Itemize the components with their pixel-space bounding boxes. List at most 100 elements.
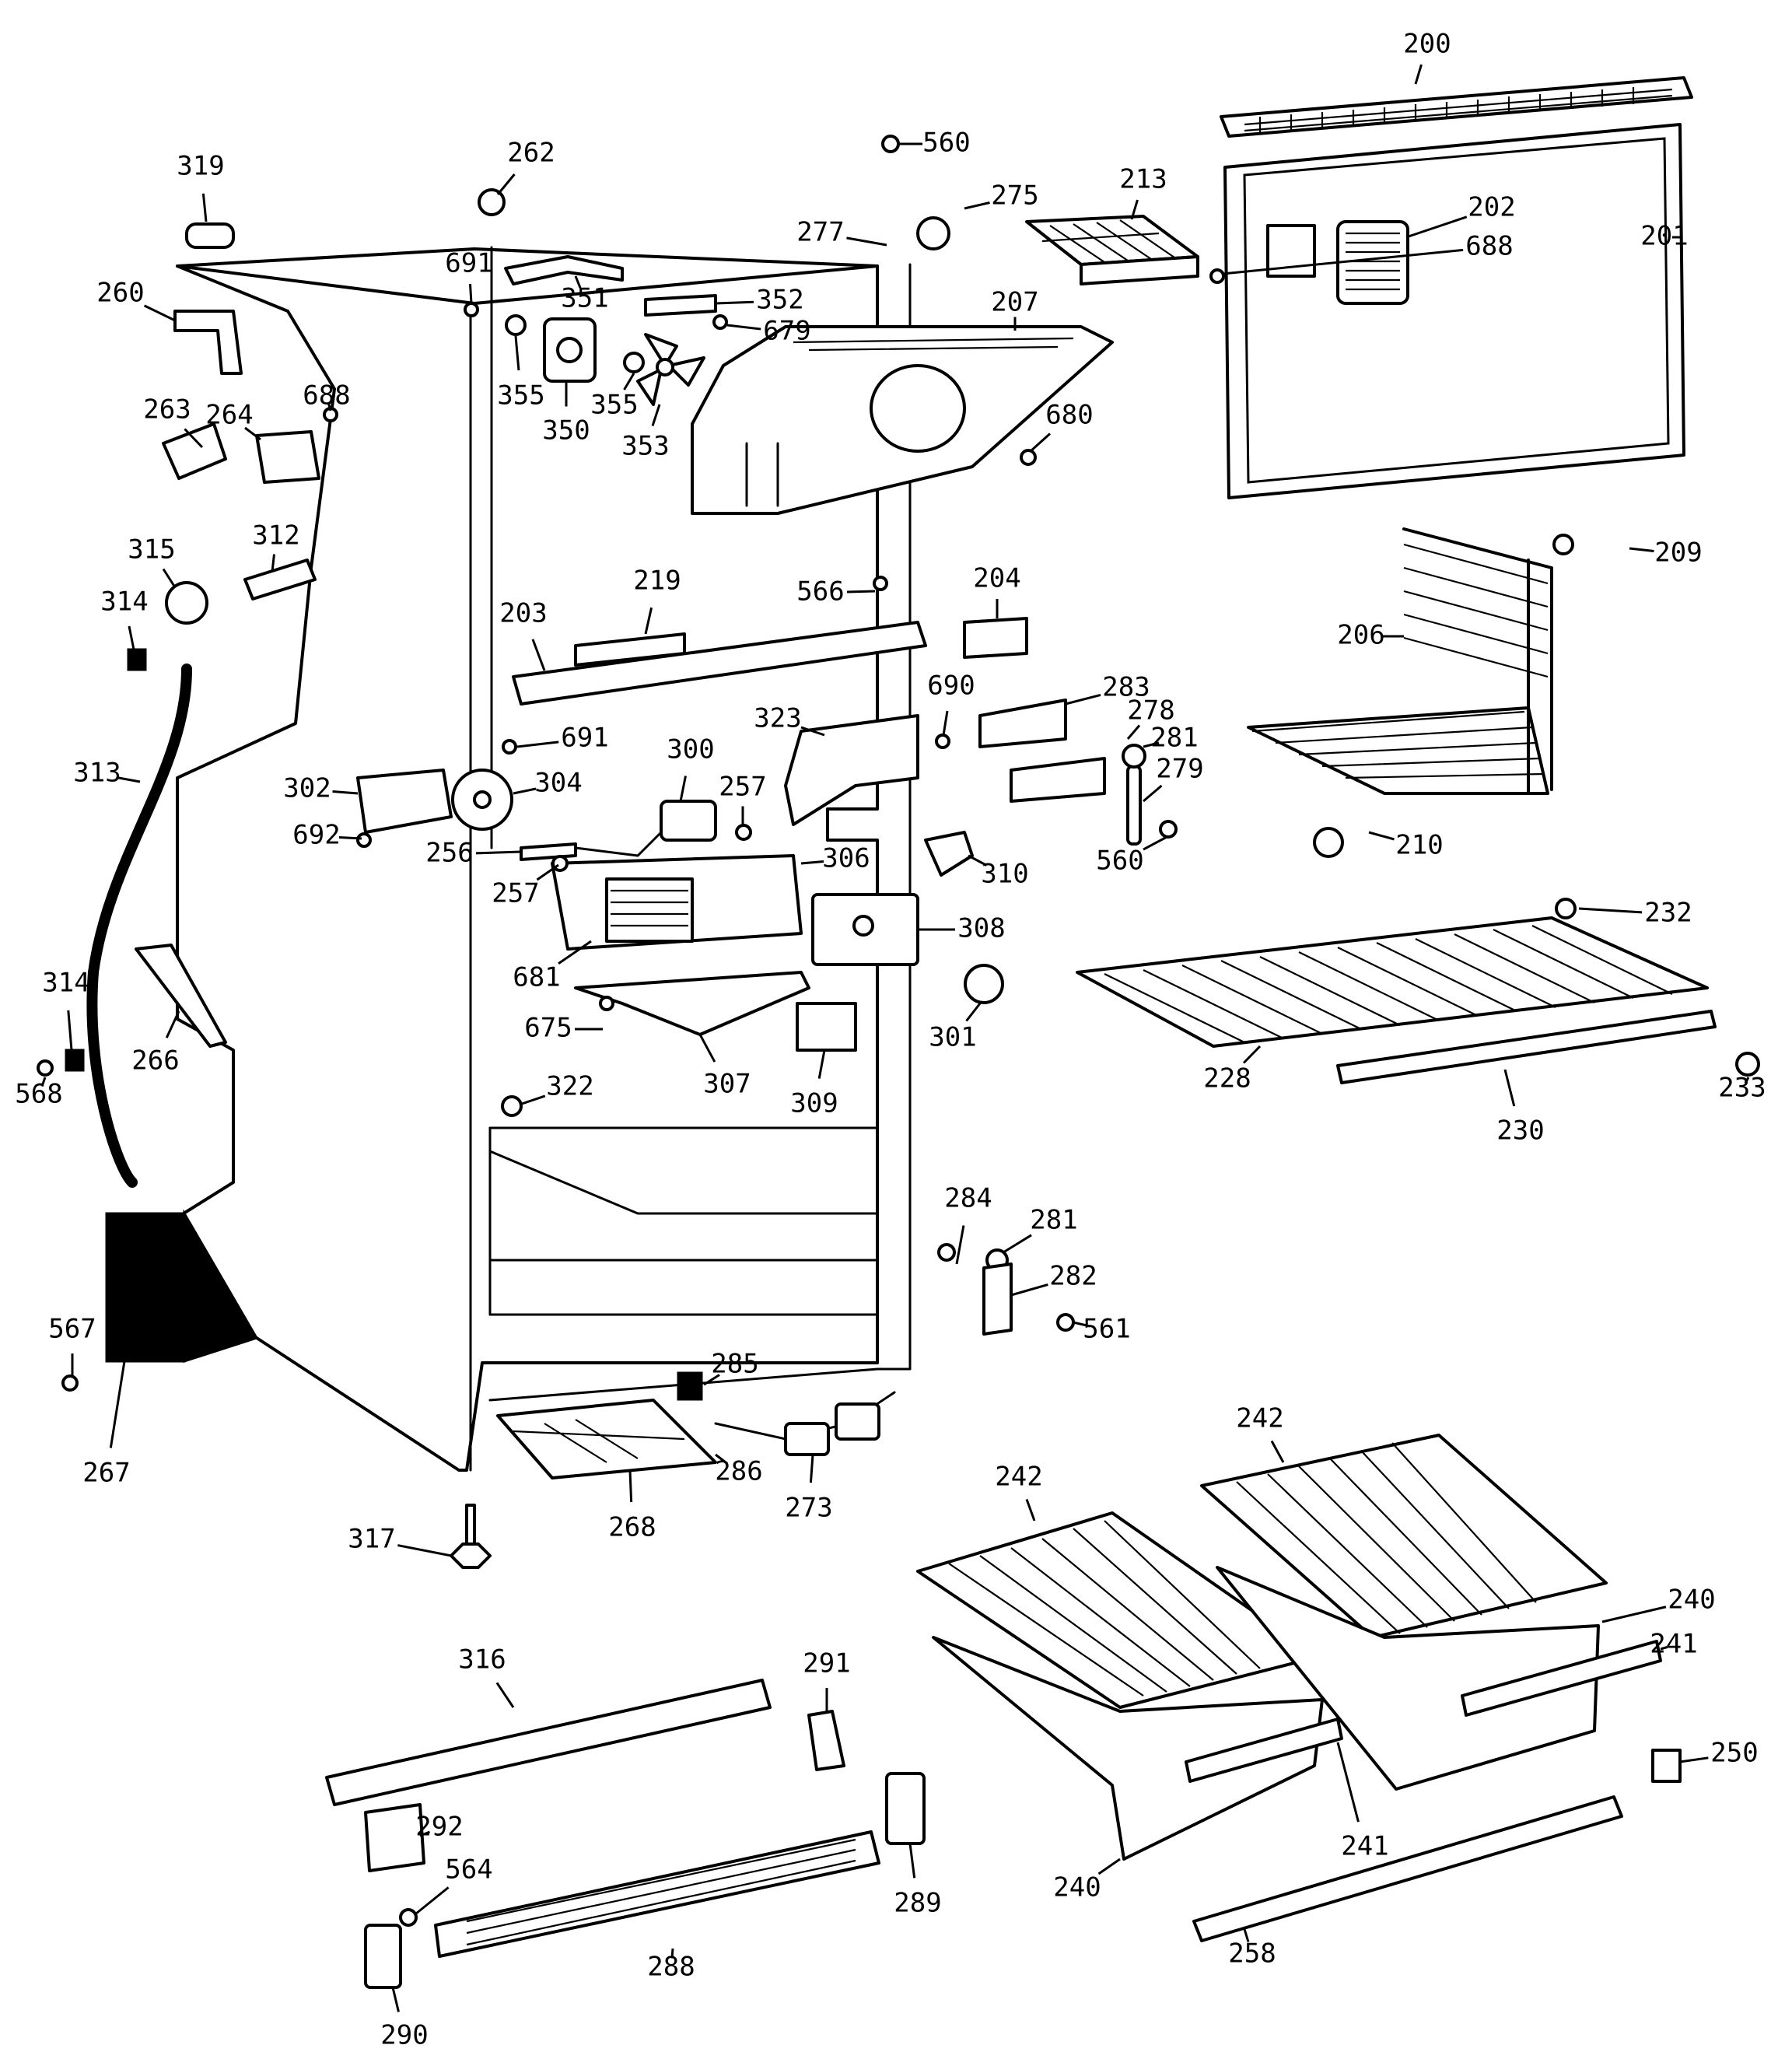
harness-273: [714, 1391, 896, 1456]
callout-312: 312: [252, 520, 299, 552]
leader-line-284: [955, 1225, 965, 1265]
drain-pan-268: [496, 1399, 717, 1479]
callout-292: 292: [415, 1812, 463, 1843]
callout-262: 262: [507, 138, 555, 169]
callout-301: 301: [929, 1022, 976, 1053]
callout-323: 323: [754, 703, 801, 734]
leader-line-310: [968, 854, 988, 867]
cabinet: [176, 246, 912, 1472]
leader-line-286: [715, 1453, 728, 1465]
leader-line-230: [1503, 1069, 1516, 1107]
callout-350: 350: [542, 415, 590, 446]
callout-242a: 242: [995, 1462, 1042, 1493]
leader-line-560b: [1143, 835, 1169, 851]
pin-279: [1126, 765, 1142, 846]
leader-line-313: [118, 776, 141, 783]
callout-257b: 257: [492, 878, 539, 909]
control-panel-308: [811, 893, 919, 966]
callout-307: 307: [703, 1069, 751, 1100]
leader-line-351: [574, 275, 582, 289]
leader-line-317: [397, 1544, 452, 1557]
leader-line-564: [415, 1886, 450, 1915]
callout-692: 692: [292, 820, 340, 851]
callout-567: 567: [48, 1314, 96, 1345]
callout-690: 690: [927, 671, 975, 702]
callout-240a: 240: [1053, 1872, 1101, 1903]
callout-273: 273: [785, 1493, 832, 1524]
leader-line-561: [1073, 1321, 1090, 1328]
leader-line-242b: [1270, 1440, 1285, 1463]
leader-line-241a: [1336, 1742, 1360, 1823]
bracket-291: [807, 1710, 845, 1771]
callout-283: 283: [1102, 672, 1150, 703]
callout-201: 201: [1640, 221, 1688, 252]
leader-line-680: [1029, 432, 1052, 453]
callout-313: 313: [73, 758, 121, 789]
callout-353: 353: [621, 431, 669, 462]
callout-250: 250: [1710, 1738, 1758, 1769]
callout-213: 213: [1119, 164, 1167, 195]
hinge-204: [963, 617, 1028, 659]
leader-line-301: [965, 1003, 982, 1022]
part-315: [165, 581, 208, 625]
callout-314b: 314: [42, 968, 89, 999]
leader-line-300: [679, 776, 687, 802]
callout-688a: 688: [303, 380, 350, 411]
bracket-292: [364, 1803, 425, 1872]
insulation-267-taper: [183, 1209, 259, 1364]
callout-285: 285: [711, 1349, 758, 1380]
leader-line-679: [726, 324, 761, 331]
leader-line-290: [391, 1987, 400, 2012]
leader-line-263: [184, 428, 204, 449]
damper-302: [356, 769, 453, 834]
leader-line-219: [644, 607, 653, 635]
callout-210: 210: [1395, 830, 1443, 861]
leader-line-258: [1243, 1928, 1250, 1942]
strap-266: [135, 944, 227, 1048]
callout-352: 352: [756, 285, 803, 316]
callout-355a: 355: [497, 380, 544, 411]
callout-561: 561: [1083, 1314, 1130, 1345]
leader-line-240b: [1601, 1606, 1667, 1623]
leader-line-267: [109, 1360, 126, 1448]
leader-line-200: [1414, 64, 1423, 85]
rail-258: [1192, 1795, 1623, 1942]
callout-679: 679: [763, 316, 810, 347]
callout-230: 230: [1496, 1115, 1544, 1147]
callout-289: 289: [894, 1888, 941, 1919]
end-cap-290: [364, 1924, 402, 1989]
leader-line-314a: [128, 625, 135, 650]
leader-line-312: [271, 554, 275, 573]
callout-275: 275: [991, 180, 1038, 212]
leader-line-240a: [1097, 1858, 1121, 1875]
leader-line-275: [964, 201, 990, 210]
callout-306: 306: [822, 843, 870, 874]
callout-203: 203: [499, 598, 547, 629]
toe-grille-288: [434, 1830, 880, 1958]
tube-260: [173, 310, 243, 375]
callout-560a: 560: [922, 128, 970, 159]
callout-277: 277: [796, 217, 844, 248]
leader-line-260: [143, 304, 176, 322]
leader-line-257b: [536, 863, 559, 881]
gear-304: [451, 769, 513, 831]
leader-line-304: [513, 787, 537, 795]
light-shield-307: [574, 971, 810, 1036]
callout-206: 206: [1337, 620, 1384, 651]
callout-228: 228: [1203, 1063, 1251, 1094]
callout-300: 300: [667, 734, 714, 765]
leader-lines: [40, 64, 1750, 2012]
callout-564: 564: [445, 1854, 492, 1886]
leader-line-681: [558, 940, 592, 965]
rail-316: [325, 1679, 772, 1806]
fan-blade-353: [636, 333, 705, 406]
leader-line-314b: [67, 1010, 73, 1051]
leveler-317: [450, 1504, 492, 1569]
leader-line-691b: [516, 741, 559, 748]
leader-line-322: [519, 1094, 546, 1106]
clip-314a: [127, 648, 147, 671]
callout-691b: 691: [561, 723, 608, 754]
leader-line-315: [162, 568, 177, 588]
